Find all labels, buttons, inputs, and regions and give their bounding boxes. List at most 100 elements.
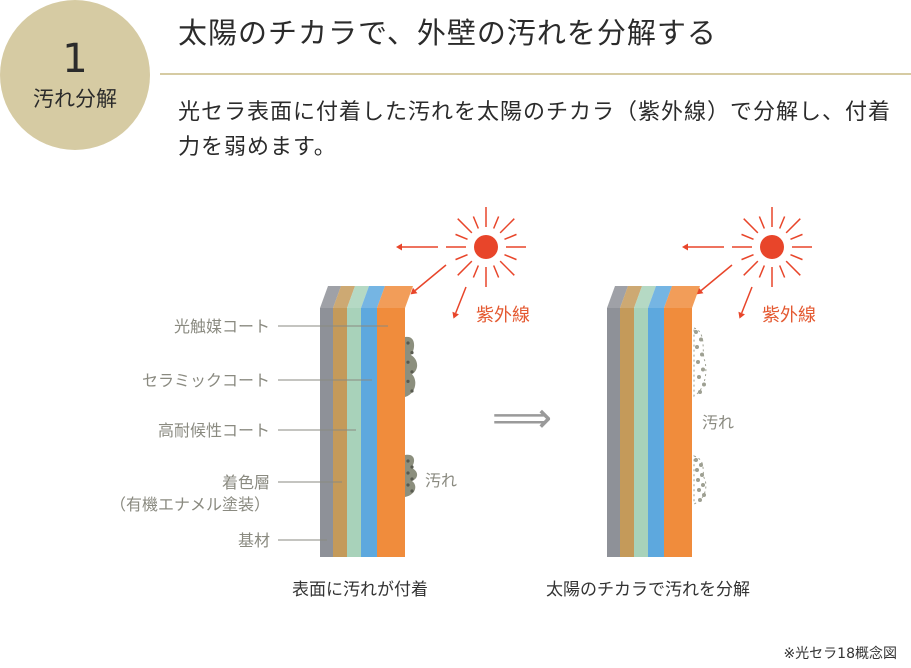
transition-arrow-icon: ⟹ [492, 393, 552, 442]
panel-caption-right: 太陽のチカラで汚れを分解 [546, 580, 750, 600]
layer-stack-2 [607, 286, 700, 557]
layer-cap-2 [620, 286, 642, 308]
sun-ray [504, 253, 517, 261]
uv-arrow-1 [414, 264, 447, 292]
particle-dot [700, 352, 704, 357]
uv-arrow-2 [740, 286, 753, 314]
sun-ray [743, 260, 759, 276]
sun-ray [785, 260, 801, 276]
dirt-dot [410, 389, 414, 393]
particle-dot [700, 473, 704, 477]
layer-sublabel-4: （有機エナメル塗装） [110, 495, 270, 514]
sun-icon-2 [732, 207, 812, 287]
uv-arrow-head [410, 287, 418, 295]
layer-2 [333, 308, 347, 557]
particle-dot [701, 483, 705, 487]
sun-ray [743, 218, 759, 234]
dirt-dot [410, 351, 414, 355]
particle-dot [698, 390, 702, 394]
photocatalyst-diagram: 紫外線汚れ光触媒コートセラミックコート高耐候性コート着色層（有機エナメル塗装）基… [110, 207, 816, 600]
uv-arrow-head [396, 243, 402, 251]
dirt-dot [406, 341, 410, 345]
layer-label-3: 高耐候性コート [158, 421, 270, 440]
layer-2 [620, 308, 634, 557]
sun-disc [474, 235, 498, 259]
dirt-dot [406, 459, 410, 463]
section-label: 汚れ分解 [33, 87, 117, 111]
sun-ray [790, 233, 803, 241]
panel-caption-left: 表面に汚れが付着 [292, 580, 428, 600]
sun-ray [457, 260, 473, 276]
particle-dot [696, 478, 700, 482]
particle-dot [701, 367, 705, 372]
sun-ray [472, 265, 480, 278]
dirt-dot [406, 379, 410, 383]
sun-ray [790, 253, 803, 261]
dirt-label-left: 汚れ [425, 471, 457, 490]
particle-dot [699, 463, 703, 467]
dirt-blob [405, 336, 418, 397]
layer-5 [664, 308, 692, 557]
sun-ray [472, 216, 480, 229]
particle-dot [697, 375, 701, 379]
sun-ray [741, 253, 754, 261]
section-number: 1 [62, 36, 88, 82]
sun-ray [499, 260, 515, 276]
particle-dot [702, 382, 706, 387]
uv-arrow-head [696, 287, 704, 295]
layer-1 [320, 308, 333, 557]
layer-3 [634, 308, 648, 557]
dirt-dot [406, 483, 410, 487]
layer-stack-1 [320, 286, 413, 557]
dirt-particles-top [693, 327, 707, 397]
sun-ray [455, 233, 468, 241]
uv-label: 紫外線 [476, 305, 530, 326]
layer-label-1: 光触媒コート [174, 317, 270, 336]
sun-ray [455, 253, 468, 261]
dirt-dot [406, 471, 410, 475]
sun-ray [778, 216, 786, 229]
layer-cap-2 [333, 286, 355, 308]
layer-cap-5 [377, 286, 413, 308]
dirt-blob-top [405, 336, 418, 397]
sun-ray [492, 265, 500, 278]
dirt-label-right: 汚れ [702, 413, 734, 432]
layer-3 [347, 308, 361, 557]
layer-cap-3 [347, 286, 369, 308]
uv-arrow-head [738, 311, 745, 319]
sun-disc [760, 235, 784, 259]
layer-cap-1 [320, 286, 341, 308]
layer-4 [361, 308, 377, 557]
layer-cap-1 [607, 286, 628, 308]
sun-ray [741, 233, 754, 241]
sun-icon-1 [446, 207, 526, 287]
uv-arrow-1 [454, 286, 467, 314]
layer-label-2: セラミックコート [142, 371, 270, 390]
layer-cap-3 [634, 286, 656, 308]
footnote: ※光セラ18概念図 [783, 646, 897, 662]
particle-dot [694, 458, 698, 462]
uv-arrow-2 [700, 264, 733, 292]
particle-dot [696, 360, 700, 364]
uv-arrow-head [682, 243, 688, 251]
particle-dot [699, 337, 703, 342]
dirt-blob-bottom [405, 454, 418, 497]
layer-4 [648, 308, 664, 557]
title-divider [160, 73, 911, 75]
sun-ray [457, 218, 473, 234]
dirt-dot [410, 477, 414, 481]
sun-ray [758, 216, 766, 229]
layer-1 [607, 308, 620, 557]
dirt-dot [406, 360, 410, 364]
layer-cap-5 [664, 286, 700, 308]
particle-dot [697, 488, 701, 492]
sun-ray [778, 265, 786, 278]
particle-dot [698, 498, 702, 502]
page-title: 太陽のチカラで、外壁の汚れを分解する [178, 16, 717, 50]
particle-dot [695, 468, 699, 472]
layer-5 [377, 308, 405, 557]
dirt-dot [410, 489, 414, 493]
particle-outline [693, 327, 707, 397]
sun-ray [758, 265, 766, 278]
dirt-dot [410, 370, 414, 374]
